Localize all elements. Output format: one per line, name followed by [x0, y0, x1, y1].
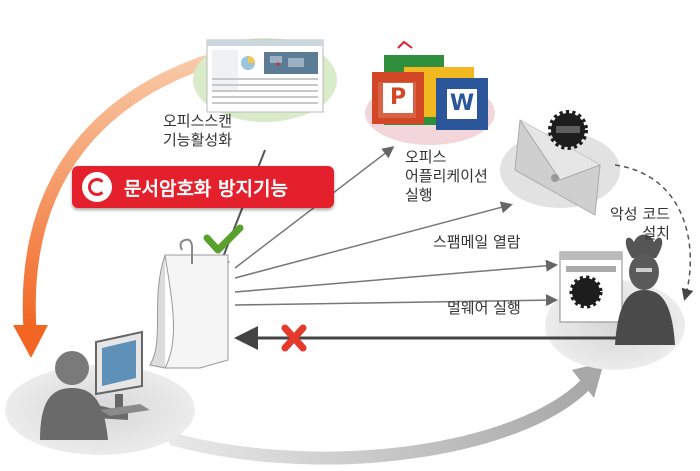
arrow-to-malware [234, 259, 558, 293]
spam-mail-icon [514, 119, 601, 216]
malicious-code-label-line2: 설치 [642, 224, 670, 242]
orange-curved-arrow [22, 55, 212, 337]
spam-open-label: 스팸메일 열람 [433, 233, 521, 251]
block-cross-icon [281, 324, 307, 352]
office-scan-label-line2: 기능활성화 [163, 131, 233, 149]
malware-window-icon [559, 251, 623, 323]
powerpoint-icon: P [383, 83, 413, 113]
virus-badge-icon-mail [548, 110, 588, 150]
office-scan-label-line1: 오피스스캔 [163, 112, 233, 130]
office-app-label-line3: 실행 [405, 186, 433, 204]
malicious-code-label: 악성 코드 설치 [610, 205, 670, 243]
office-app-label-line1: 오피스 [405, 148, 447, 166]
office-app-label: 오피스 어플리케이션 실행 [405, 148, 488, 205]
office-scan-label: 오피스스캔 기능활성화 [163, 112, 232, 150]
malware-run-label: 멀웨어 실행 [447, 299, 521, 317]
arrow-to-hacker [234, 294, 558, 307]
arrow-to-mail [234, 201, 513, 279]
doc-protection-banner: 문서암호화 방지기능 [72, 166, 334, 208]
grey-arrowhead [572, 362, 604, 398]
arrow-to-office-app [234, 146, 395, 269]
word-icon: W [447, 89, 477, 119]
doc-protection-label: 문서암호화 방지기능 [124, 177, 288, 200]
user-at-computer-icon [40, 330, 150, 440]
grey-curved-arrow [168, 378, 592, 465]
document-icon [149, 238, 229, 369]
malicious-code-label-line1: 악성 코드 [610, 205, 670, 223]
trendmicro-logo-icon [82, 172, 112, 202]
orange-arrowhead [13, 325, 48, 358]
hacker-icon [615, 234, 675, 345]
office-app-icons [372, 40, 488, 130]
officescan-console-icon [206, 39, 324, 113]
office-app-label-line2: 어플리케이션 [405, 167, 488, 185]
check-mark-icon [203, 224, 244, 254]
